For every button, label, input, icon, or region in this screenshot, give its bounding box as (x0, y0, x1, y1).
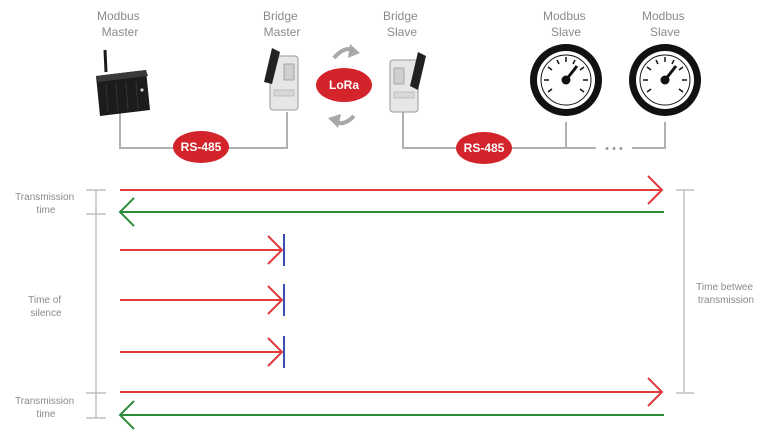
bridge-slave-label-2: Slave (387, 25, 417, 39)
modbus-master-label: Modbus Master (97, 9, 143, 39)
time-between-label-2: transmission (698, 295, 754, 306)
transmission-time-bottom-label: Transmission time (15, 396, 77, 420)
rs485-right-label: RS-485 (464, 141, 505, 155)
left-timing-bracket (86, 189, 106, 419)
request-arrow-2 (120, 377, 664, 407)
transmission-time-top-label: Transmission time (15, 192, 77, 216)
right-timing-bracket (676, 189, 694, 394)
request-arrow-1 (120, 175, 664, 205)
rs485-left-pill (173, 131, 229, 163)
bridge-master-label-2: Master (264, 25, 301, 39)
time-of-silence-label-2: silence (30, 308, 62, 319)
time-of-silence-label-1: Time of (28, 295, 61, 306)
bridge-master-label: Bridge Master (263, 9, 301, 39)
modbus-slave-1-label: Modbus Slave (543, 9, 589, 39)
response-arrow-1 (118, 197, 664, 227)
rs485-left-label: RS-485 (181, 140, 222, 154)
time-between-transmission-label: Time betwee transmission (696, 282, 756, 306)
modbus-slave-2-gauge-icon (629, 44, 701, 116)
time-of-silence-label: Time of silence (28, 295, 64, 319)
lora-label: LoRa (329, 78, 359, 92)
silence-request-arrow-1 (120, 234, 285, 266)
rs485-left-link: RS-485 (173, 131, 229, 163)
transmission-time-bottom-label-2: time (37, 409, 56, 420)
more-slaves-ellipsis: • • • (605, 143, 623, 155)
modbus-master-device-icon (96, 49, 150, 116)
modbus-slave-2-label: Modbus Slave (642, 9, 688, 39)
lora-pill (316, 68, 372, 102)
modbus-slave-1-label-2: Slave (551, 25, 581, 39)
modbus-master-label-1: Modbus (97, 9, 140, 23)
wire-bridge-to-slaves (402, 112, 666, 149)
modbus-slave-2-label-1: Modbus (642, 9, 685, 23)
transmission-time-top-label-1: Transmission (15, 192, 74, 203)
transmission-time-top-label-2: time (37, 205, 56, 216)
modbus-slave-1-label-1: Modbus (543, 9, 586, 23)
silence-request-arrow-3 (120, 336, 285, 368)
response-arrow-2 (118, 400, 664, 430)
modbus-master-label-2: Master (102, 25, 139, 39)
modbus-slave-2-label-2: Slave (650, 25, 680, 39)
transmission-time-bottom-label-1: Transmission (15, 396, 74, 407)
bridge-master-device-icon (264, 48, 299, 111)
modbus-slave-1-gauge-icon (530, 44, 602, 116)
silence-request-arrow-2 (120, 284, 285, 316)
lora-link: LoRa (316, 44, 372, 128)
time-between-label-1: Time betwee (696, 282, 753, 293)
bridge-master-label-1: Bridge (263, 9, 298, 23)
bridge-slave-label-1: Bridge (383, 9, 418, 23)
rs485-right-link: RS-485 (456, 132, 512, 164)
bridge-slave-device-icon (389, 52, 426, 113)
bridge-slave-label: Bridge Slave (383, 9, 421, 39)
rs485-right-pill (456, 132, 512, 164)
